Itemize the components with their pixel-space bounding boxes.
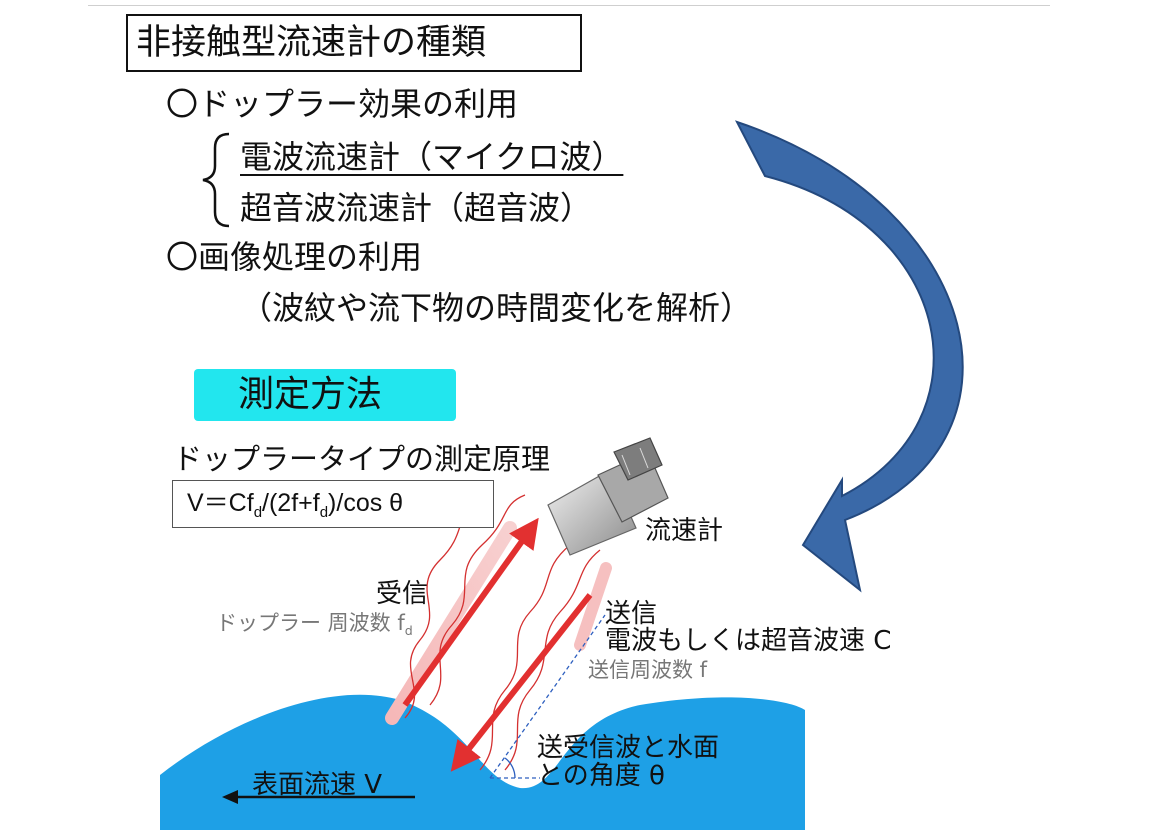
wave-speed-label: 電波もしくは超音波速 C	[605, 626, 892, 656]
big-curved-arrow	[734, 120, 964, 593]
ultrasonic-meter-item: 超音波流速計（超音波）	[240, 189, 593, 227]
send-arrow	[450, 593, 593, 772]
angle-arc	[504, 757, 516, 779]
receive-wave-2	[429, 494, 526, 706]
formula-sub2: d	[319, 504, 329, 521]
radio-meter-item: 電波流速計（マイクロ波）	[240, 138, 624, 176]
send-beam	[574, 562, 612, 651]
formula-part-end: )/cos θ	[328, 489, 404, 517]
image-processing-heading: 〇画像処理の利用	[166, 238, 423, 276]
surface-flow-arrowhead	[222, 790, 238, 804]
doppler-frequency-text: ドップラー 周波数 f	[216, 611, 405, 635]
meter-label: 流速計	[645, 516, 724, 546]
doppler-frequency-label: ドップラー 周波数 fd	[216, 607, 413, 638]
doppler-frequency-sub: d	[404, 623, 413, 639]
receive-label: 受信	[376, 579, 429, 609]
formula-sub1: d	[253, 504, 263, 521]
top-divider	[88, 5, 1050, 6]
send-label: 送信	[605, 599, 658, 629]
angle-dashed-line	[489, 614, 606, 779]
brace-icon	[202, 132, 230, 228]
receive-arrow	[402, 517, 539, 707]
formula-box: V＝Cfd/(2f+fd)/cos θ	[172, 480, 494, 528]
angle-label-line1: 送受信波と水面	[537, 733, 720, 763]
angle-label-line2: との角度 θ	[537, 761, 665, 791]
doppler-heading: 〇ドップラー効果の利用	[166, 85, 519, 123]
send-wave	[479, 544, 571, 771]
formula-part-v: V＝Cf	[187, 489, 254, 517]
surface-speed-label: 表面流速 V	[252, 770, 383, 800]
image-processing-desc: （波紋や流下物の時間変化を解析）	[240, 289, 753, 327]
principle-heading: ドップラータイプの測定原理	[173, 442, 551, 476]
page-title: 非接触型流速計の種類	[126, 14, 582, 72]
receive-beam	[385, 521, 517, 725]
send-frequency-label: 送信周波数 f	[588, 658, 708, 682]
formula-part-mid: /(2f+f	[262, 489, 320, 517]
method-label: 測定方法	[194, 369, 456, 421]
flow-meter-device	[547, 437, 669, 556]
